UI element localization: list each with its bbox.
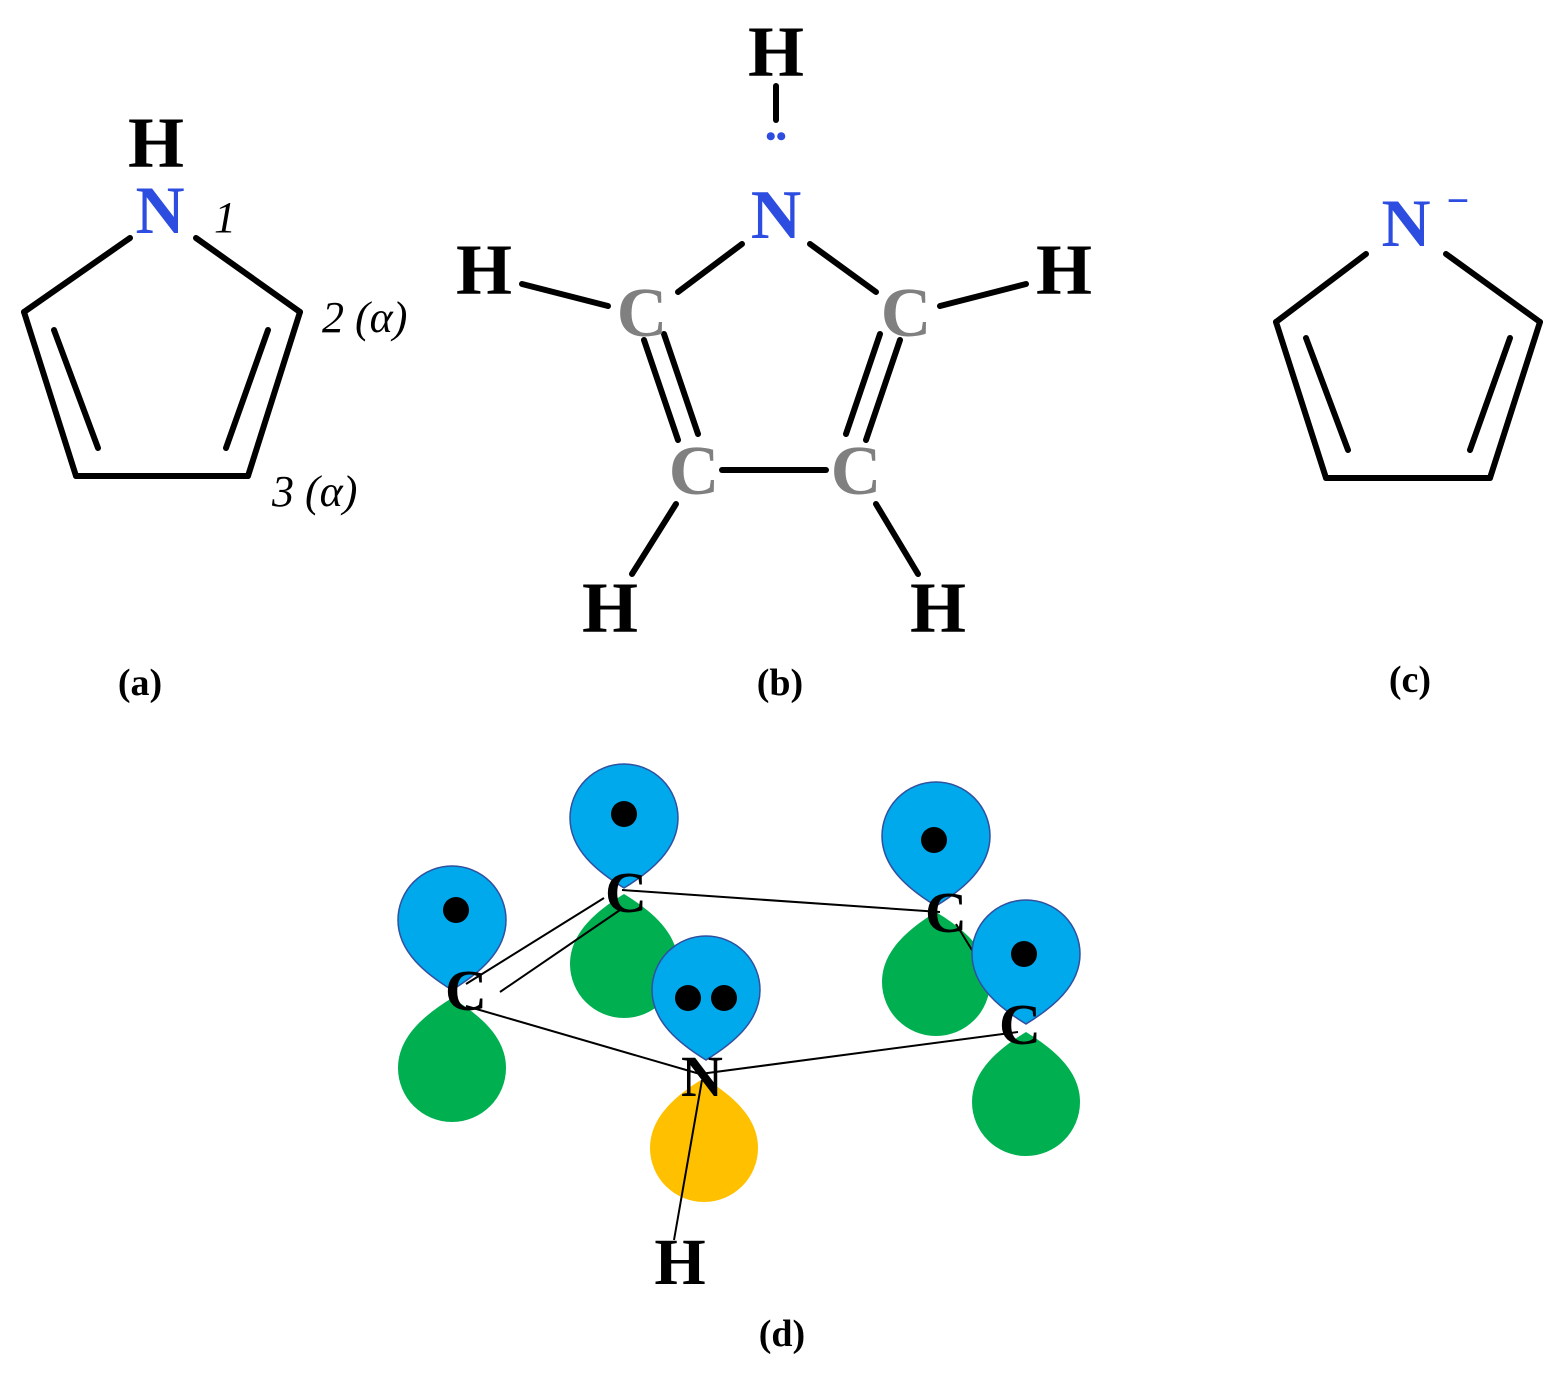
panel-b-carbon-upper-right: C [881, 275, 932, 352]
panel-b-hydrogen-right: H [1036, 230, 1092, 310]
panel-a-position-3: 3 (α) [271, 467, 357, 516]
panel-d: C C C C N H (d) [397, 763, 1081, 1355]
panel-d-carbon-front-left: C [445, 958, 487, 1023]
panel-c-ring-bonds [1273, 251, 1543, 481]
panel-a-caption: (a) [118, 662, 162, 704]
orbital-blue-back-right [881, 781, 991, 907]
panel-d-carbon-back-left: C [605, 860, 647, 925]
panel-c: N − (c) [1273, 178, 1543, 701]
panel-b-hydrogen-bottom-right: H [910, 568, 966, 648]
panel-b: H •• N H H C C C C H H (b) [456, 12, 1092, 704]
panel-d-hydrogen: H [654, 1226, 705, 1299]
panel-c-negative-charge: − [1447, 178, 1470, 223]
panel-b-lone-pair: •• [765, 120, 786, 153]
panel-d-nitrogen: N [681, 1044, 723, 1109]
panel-a-hydrogen-label: H [128, 103, 184, 183]
panel-d-nh-bond [673, 1079, 703, 1241]
panel-a-position-2: 2 (α) [322, 293, 407, 342]
panel-d-carbon-back-right: C [925, 880, 967, 945]
panel-a-ring-bonds [21, 235, 303, 479]
panel-a-nitrogen-label: N [135, 172, 184, 248]
panel-b-caption: (b) [757, 662, 803, 704]
panel-b-hydrogen-left: H [456, 230, 512, 310]
orbital-blue-front-left [397, 865, 507, 991]
orbital-blue-back-left [569, 763, 679, 889]
panel-d-caption: (d) [759, 1313, 805, 1355]
panel-b-hydrogen-bottom-left: H [582, 568, 638, 648]
orbital-blue-nitrogen [651, 935, 761, 1061]
panel-a: H N 1 2 (α) 3 (α) (a) [21, 103, 407, 704]
panel-c-caption: (c) [1389, 659, 1431, 701]
panel-b-nitrogen: N [751, 177, 802, 254]
panel-b-carbon-upper-left: C [617, 275, 668, 352]
panel-d-carbon-front-right: C [999, 992, 1041, 1057]
panel-b-bonds [519, 83, 1029, 577]
orbital-blue-front-right [971, 899, 1081, 1025]
panel-c-nitrogen: N [1381, 185, 1430, 261]
panel-b-hydrogen-top: H [748, 12, 804, 92]
panel-b-carbon-lower-right: C [831, 433, 882, 510]
panel-b-carbon-lower-left: C [669, 433, 720, 510]
panel-a-position-1: 1 [214, 193, 236, 242]
